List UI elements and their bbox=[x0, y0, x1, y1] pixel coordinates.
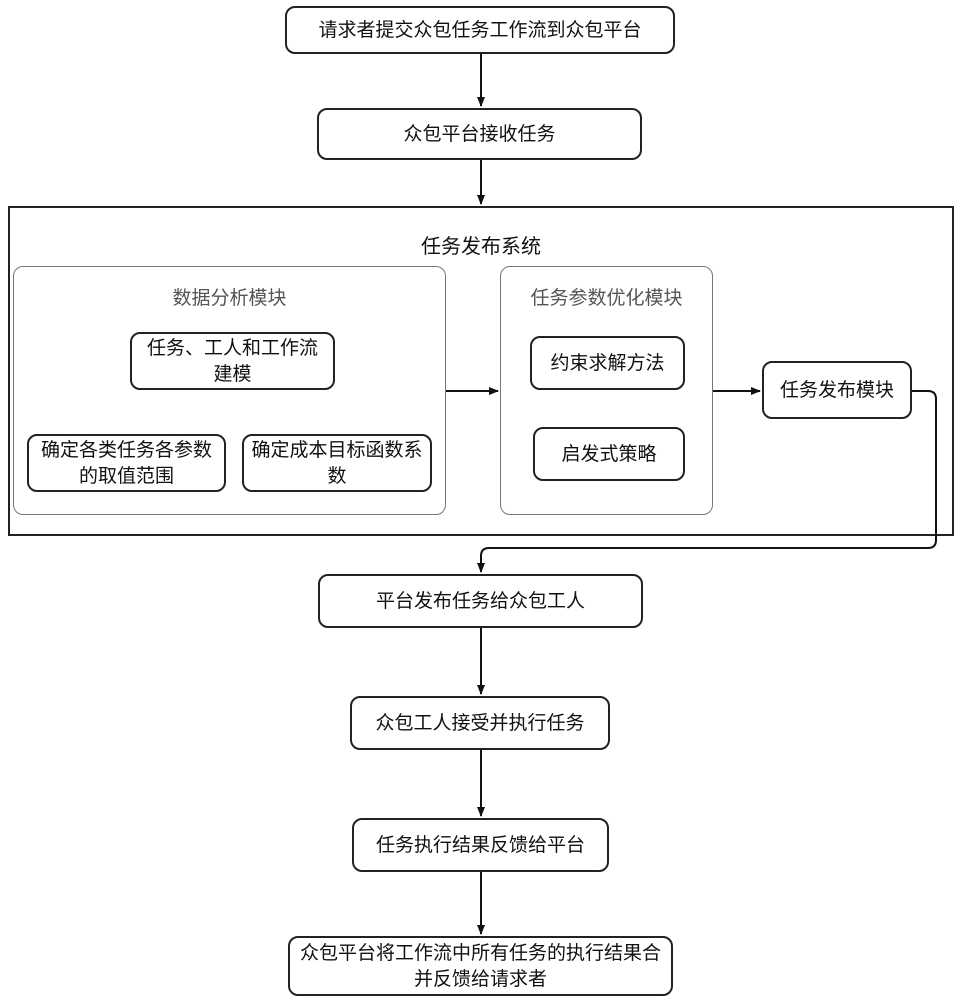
step-publish-to-workers-label: 平台发布任务给众包工人 bbox=[375, 590, 585, 612]
step-merge-feedback-label: 众包平台将工作流中所有任务的执行结果合并反馈给请求者 bbox=[299, 942, 661, 990]
heuristic-strategy-label: 启发式策略 bbox=[561, 443, 657, 465]
step-platform-receive: 众包平台接收任务 bbox=[317, 108, 642, 160]
param-range-box: 确定各类任务各参数的取值范围 bbox=[27, 434, 226, 492]
cost-coefficient-box: 确定成本目标函数系数 bbox=[242, 434, 432, 492]
step-workers-accept-execute: 众包工人接受并执行任务 bbox=[350, 696, 610, 750]
cost-coefficient-label: 确定成本目标函数系数 bbox=[251, 439, 423, 487]
step-submit-workflow-label: 请求者提交众包任务工作流到众包平台 bbox=[318, 19, 642, 41]
param-optimization-module-title: 任务参数优化模块 bbox=[530, 287, 683, 309]
system-title: 任务发布系统 bbox=[421, 234, 541, 258]
step-feedback-to-platform-label: 任务执行结果反馈给平台 bbox=[375, 834, 585, 856]
step-platform-receive-label: 众包平台接收任务 bbox=[403, 123, 556, 145]
task-publish-module: 任务发布模块 bbox=[762, 361, 912, 419]
modeling-box: 任务、工人和工作流建模 bbox=[130, 332, 335, 390]
task-publish-module-label: 任务发布模块 bbox=[779, 379, 894, 401]
heuristic-strategy-box: 启发式策略 bbox=[533, 427, 685, 481]
step-publish-to-workers: 平台发布任务给众包工人 bbox=[318, 574, 643, 628]
param-range-label: 确定各类任务各参数的取值范围 bbox=[40, 439, 212, 487]
data-analysis-module-title: 数据分析模块 bbox=[172, 287, 287, 309]
step-merge-feedback: 众包平台将工作流中所有任务的执行结果合并反馈给请求者 bbox=[288, 936, 673, 996]
step-submit-workflow: 请求者提交众包任务工作流到众包平台 bbox=[285, 6, 675, 54]
step-workers-accept-execute-label: 众包工人接受并执行任务 bbox=[375, 712, 585, 734]
modeling-label: 任务、工人和工作流建模 bbox=[146, 337, 318, 385]
constraint-solving-box: 约束求解方法 bbox=[530, 336, 685, 390]
constraint-solving-label: 约束求解方法 bbox=[550, 352, 665, 374]
step-feedback-to-platform: 任务执行结果反馈给平台 bbox=[352, 818, 609, 872]
